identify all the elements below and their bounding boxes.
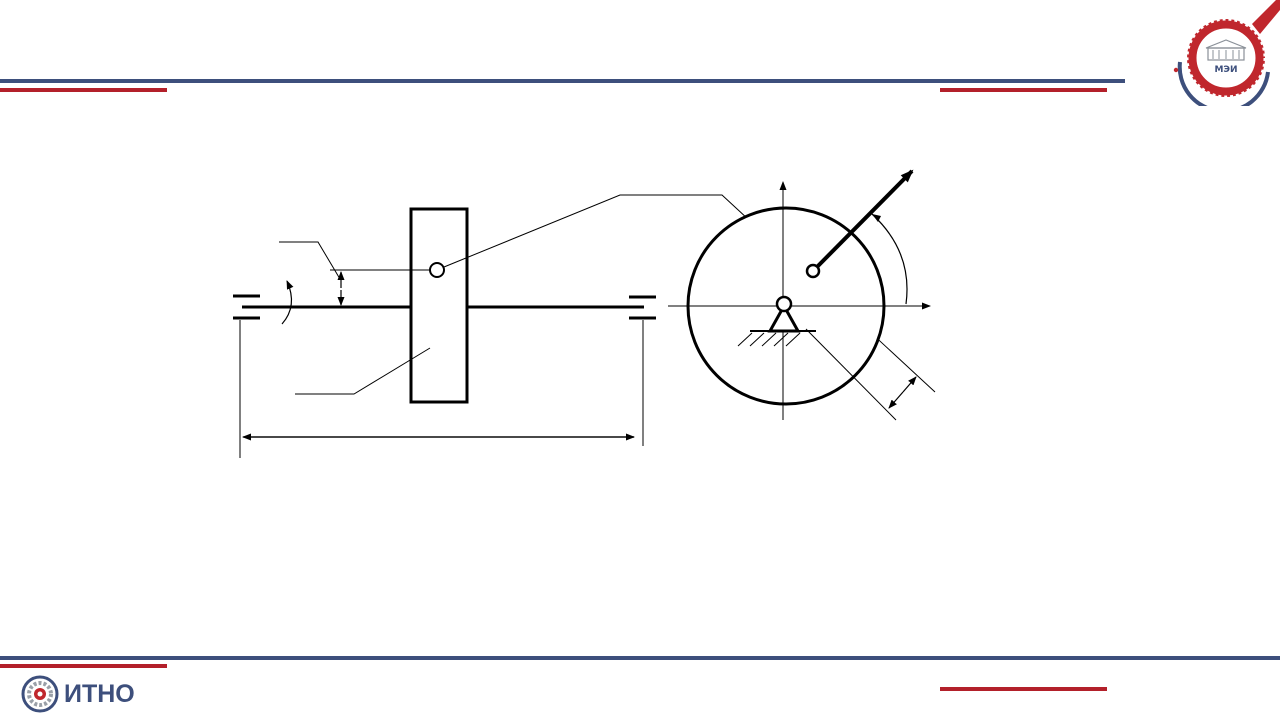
disk-front-view [668, 169, 931, 421]
offset-dimension [902, 376, 917, 393]
pivot-support [737, 295, 816, 347]
leader-eccentricity [279, 241, 341, 280]
university-emblem-icon: МЭИ [1173, 0, 1280, 106]
disk-side [409, 207, 469, 404]
header-rule-red-left [0, 88, 167, 92]
footer-rule-red-left [0, 664, 167, 668]
gear-emblem-icon [21, 675, 59, 713]
bearing-right [629, 295, 656, 320]
header-rule-red-right [940, 88, 1107, 92]
footer-brand: ИТНО [20, 674, 135, 714]
rotation-arrow [281, 280, 294, 325]
bearing-left [233, 294, 260, 320]
shaft-side-view [233, 207, 656, 458]
logo-text: МЭИ [1214, 65, 1237, 75]
angle-arc [871, 213, 908, 305]
footer-rule-blue [0, 656, 1280, 660]
footer-rule-red-right [940, 687, 1107, 691]
eccentric-mass-side [429, 262, 445, 278]
footer-brand-text: ИТНО [64, 679, 135, 708]
force-vector [811, 169, 914, 273]
eccentric-mass-front [805, 263, 821, 279]
header-rule-blue [0, 79, 1125, 83]
leader-disk [295, 347, 431, 395]
